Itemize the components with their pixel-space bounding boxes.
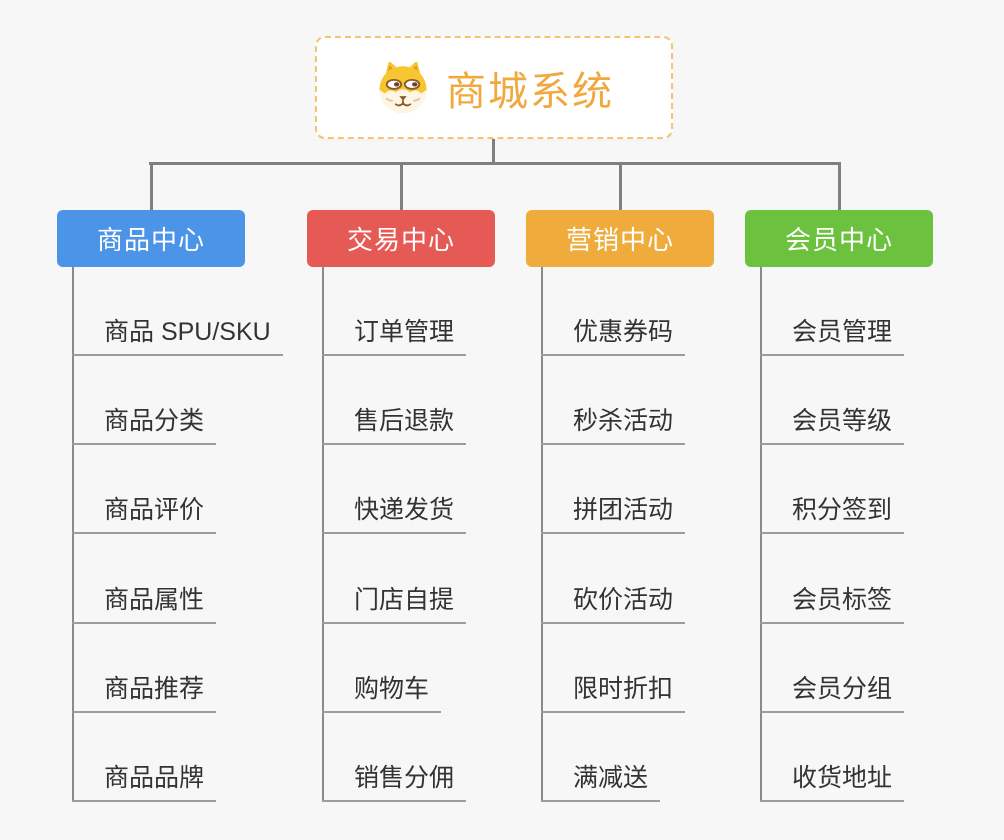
branch-label: 营销中心 [565,225,674,255]
connector-branch-spine [541,267,543,802]
leaf-node[interactable]: 订单管理 [322,310,467,356]
leaf-node[interactable]: 购物车 [322,667,442,713]
leaf-label: 商品推荐 [104,675,205,703]
leaf-node[interactable]: 销售分佣 [322,756,467,802]
leaf-node[interactable]: 商品品牌 [72,756,217,802]
leaf-node[interactable]: 商品属性 [72,578,217,624]
leaf-node[interactable]: 快递发货 [322,488,467,534]
connector-root-stem [492,139,495,165]
leaf-label: 会员分组 [792,675,893,703]
root-title: 商城系统 [446,69,614,114]
leaf-label: 积分签到 [792,496,893,524]
leaf-label: 商品品牌 [104,764,205,792]
leaf-label: 会员等级 [792,407,893,435]
leaf-label: 限时折扣 [573,675,674,703]
leaf-label: 快递发货 [354,496,455,524]
leaf-label: 秒杀活动 [573,407,674,435]
leaf-label: 门店自提 [354,586,455,614]
connector-branch-spine [760,267,762,802]
leaf-node[interactable]: 会员管理 [760,310,905,356]
branch-label: 交易中心 [346,225,455,255]
leaf-label: 购物车 [354,675,430,703]
leaf-node[interactable]: 会员标签 [760,578,905,624]
leaf-label: 售后退款 [354,407,455,435]
leaf-node[interactable]: 积分签到 [760,488,905,534]
connector-branch-spine [322,267,324,802]
branch-label: 商品中心 [96,225,205,255]
leaf-label: 订单管理 [354,318,455,346]
leaf-label: 优惠券码 [573,318,674,346]
leaf-label: 商品属性 [104,586,205,614]
leaf-node[interactable]: 秒杀活动 [541,399,686,445]
branch-node-3[interactable]: 营销中心 [526,210,714,267]
leaf-node[interactable]: 商品分类 [72,399,217,445]
branch-node-2[interactable]: 交易中心 [307,210,495,267]
leaf-node[interactable]: 会员等级 [760,399,905,445]
leaf-label: 收货地址 [792,764,893,792]
branch-label: 会员中心 [784,225,893,255]
leaf-label: 砍价活动 [573,586,674,614]
leaf-node[interactable]: 满减送 [541,756,661,802]
leaf-node[interactable]: 会员分组 [760,667,905,713]
leaf-label: 商品评价 [104,496,205,524]
leaf-node[interactable]: 商品评价 [72,488,217,534]
leaf-label: 拼团活动 [573,496,674,524]
connector-branch-spine [72,267,74,802]
leaf-label: 商品分类 [104,407,205,435]
branch-node-1[interactable]: 商品中心 [57,210,245,267]
branch-node-4[interactable]: 会员中心 [745,210,933,267]
connector-branch-drop [399,162,403,210]
leaf-node[interactable]: 砍价活动 [541,578,686,624]
leaf-node[interactable]: 售后退款 [322,399,467,445]
root-node[interactable]: 商城系统 [315,36,673,139]
connector-branch-drop [618,162,622,210]
leaf-node[interactable]: 限时折扣 [541,667,686,713]
leaf-node[interactable]: 拼团活动 [541,488,686,534]
leaf-label: 商品 SPU/SKU [104,318,271,346]
leaf-node[interactable]: 门店自提 [322,578,467,624]
connector-branch-drop [149,162,153,210]
leaf-label: 会员管理 [792,318,893,346]
leaf-label: 销售分佣 [354,764,455,792]
connector-branch-drop [837,162,841,210]
connector-bus [149,162,839,165]
leaf-label: 会员标签 [792,586,893,614]
leaf-node[interactable]: 优惠券码 [541,310,686,356]
leaf-node[interactable]: 商品推荐 [72,667,217,713]
leaf-node[interactable]: 收货地址 [760,756,905,802]
leaf-label: 满减送 [573,764,649,792]
dog-face-icon [379,61,427,113]
leaf-node[interactable]: 商品 SPU/SKU [72,310,283,356]
